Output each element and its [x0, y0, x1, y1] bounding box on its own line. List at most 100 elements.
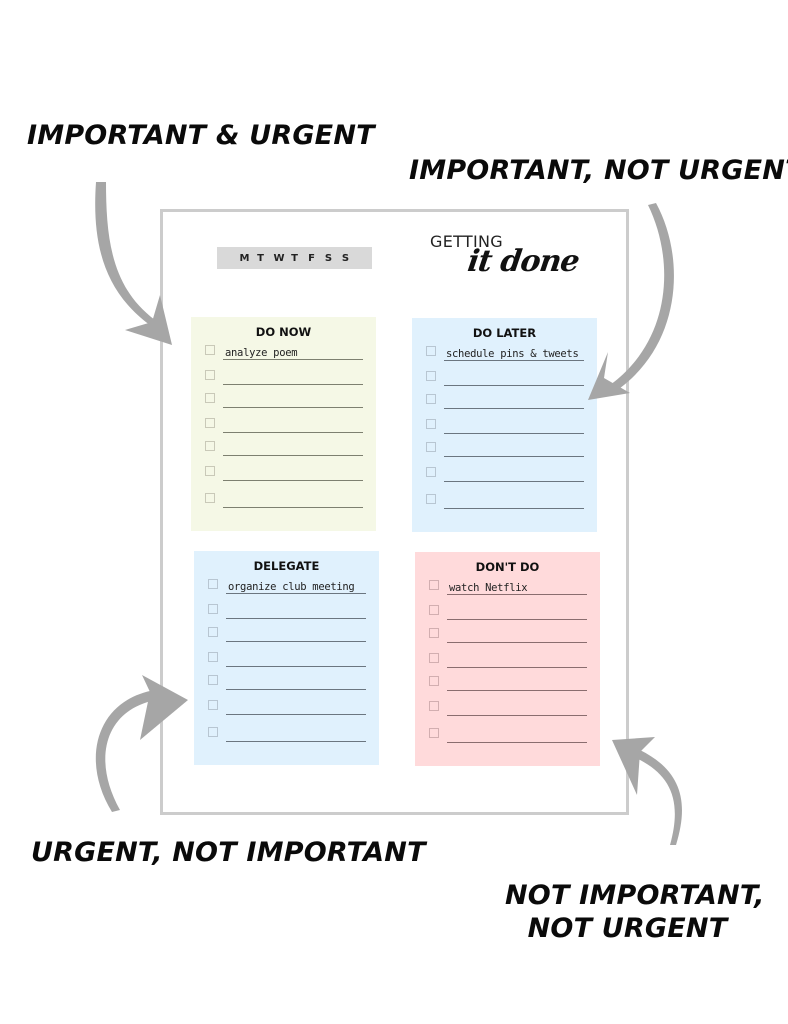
weekday-sat[interactable]: S — [324, 252, 333, 264]
task-checkbox[interactable] — [426, 419, 436, 429]
task-row — [205, 369, 365, 385]
task-row — [208, 651, 368, 667]
weekday-fri[interactable]: F — [308, 252, 315, 264]
task-checkbox[interactable] — [205, 466, 215, 476]
task-row — [208, 699, 368, 715]
weekday-thu[interactable]: T — [291, 252, 298, 264]
task-row — [426, 466, 586, 482]
task-checkbox[interactable] — [208, 604, 218, 614]
task-row: schedule pins & tweets — [426, 345, 586, 361]
task-input-line[interactable] — [447, 690, 587, 691]
task-checkbox[interactable] — [429, 605, 439, 615]
task-text[interactable]: schedule pins & tweets — [446, 348, 579, 360]
task-checkbox[interactable] — [208, 700, 218, 710]
task-checkbox[interactable] — [205, 393, 215, 403]
task-checkbox[interactable] — [208, 627, 218, 637]
task-row — [426, 493, 586, 509]
task-input-line[interactable] — [447, 715, 587, 716]
task-checkbox[interactable] — [205, 418, 215, 428]
callout-important-not-urgent: IMPORTANT, NOT URGENT — [409, 155, 788, 186]
task-row — [205, 417, 365, 433]
task-checkbox[interactable] — [426, 442, 436, 452]
task-input-line[interactable] — [223, 432, 363, 433]
task-input-line[interactable] — [223, 359, 363, 360]
task-row — [205, 392, 365, 408]
task-input-line[interactable] — [447, 594, 587, 595]
task-input-line[interactable] — [444, 360, 584, 361]
task-checkbox[interactable] — [429, 728, 439, 738]
task-row: watch Netflix — [429, 579, 589, 595]
task-checkbox[interactable] — [205, 345, 215, 355]
task-input-line[interactable] — [444, 508, 584, 509]
task-checkbox[interactable] — [426, 467, 436, 477]
task-input-line[interactable] — [444, 408, 584, 409]
task-input-line[interactable] — [226, 714, 366, 715]
task-input-line[interactable] — [444, 433, 584, 434]
task-checkbox[interactable] — [429, 653, 439, 663]
task-row — [429, 604, 589, 620]
task-row — [208, 726, 368, 742]
weekday-mon[interactable]: M — [239, 252, 250, 264]
task-input-line[interactable] — [444, 385, 584, 386]
task-checkbox[interactable] — [208, 652, 218, 662]
quadrant-title: DELEGATE — [253, 559, 320, 573]
task-row — [429, 627, 589, 643]
task-row — [208, 674, 368, 690]
task-text[interactable]: organize club meeting — [228, 581, 355, 593]
task-input-line[interactable] — [223, 407, 363, 408]
task-checkbox[interactable] — [426, 346, 436, 356]
weekday-bar: M T W T F S S — [217, 247, 372, 269]
task-row — [208, 603, 368, 619]
callout-line-2: NOT URGENT — [527, 913, 728, 944]
task-input-line[interactable] — [226, 741, 366, 742]
task-input-line[interactable] — [223, 455, 363, 456]
task-row — [429, 700, 589, 716]
task-input-line[interactable] — [223, 480, 363, 481]
quadrant-delegate: DELEGATE organize club meeting — [194, 551, 379, 765]
callout-urgent-not-important: URGENT, NOT IMPORTANT — [31, 837, 426, 868]
task-input-line[interactable] — [223, 507, 363, 508]
task-checkbox[interactable] — [208, 675, 218, 685]
callout-line-1: NOT IMPORTANT, — [505, 880, 765, 911]
task-checkbox[interactable] — [208, 579, 218, 589]
task-text[interactable]: watch Netflix — [449, 582, 528, 594]
planner-title-script: it done — [465, 244, 582, 279]
task-input-line[interactable] — [226, 618, 366, 619]
task-checkbox[interactable] — [429, 701, 439, 711]
task-checkbox[interactable] — [426, 371, 436, 381]
task-checkbox[interactable] — [205, 370, 215, 380]
task-checkbox[interactable] — [429, 580, 439, 590]
quadrant-do-now: DO NOW analyze poem — [191, 317, 376, 531]
planner-title-top: GETTING — [430, 232, 503, 251]
task-input-line[interactable] — [447, 642, 587, 643]
task-row — [429, 652, 589, 668]
task-row: analyze poem — [205, 344, 365, 360]
task-input-line[interactable] — [444, 481, 584, 482]
task-row — [205, 465, 365, 481]
task-checkbox[interactable] — [429, 676, 439, 686]
task-checkbox[interactable] — [429, 628, 439, 638]
task-checkbox[interactable] — [205, 441, 215, 451]
weekday-tue[interactable]: T — [257, 252, 264, 264]
task-input-line[interactable] — [226, 593, 366, 594]
weekday-sun[interactable]: S — [341, 252, 350, 264]
weekday-wed[interactable]: W — [273, 252, 285, 264]
quadrant-dont-do: DON'T DO watch Netflix — [415, 552, 600, 766]
task-input-line[interactable] — [226, 641, 366, 642]
task-text[interactable]: analyze poem — [225, 347, 298, 359]
task-checkbox[interactable] — [205, 493, 215, 503]
task-input-line[interactable] — [447, 742, 587, 743]
task-checkbox[interactable] — [208, 727, 218, 737]
quadrant-title: DON'T DO — [475, 560, 540, 574]
quadrant-title: DO NOW — [255, 325, 312, 339]
task-input-line[interactable] — [226, 666, 366, 667]
task-checkbox[interactable] — [426, 494, 436, 504]
task-input-line[interactable] — [447, 667, 587, 668]
quadrant-title: DO LATER — [472, 326, 537, 340]
task-input-line[interactable] — [444, 456, 584, 457]
quadrant-do-later: DO LATER schedule pins & tweets — [412, 318, 597, 532]
task-input-line[interactable] — [447, 619, 587, 620]
task-input-line[interactable] — [223, 384, 363, 385]
task-checkbox[interactable] — [426, 394, 436, 404]
task-input-line[interactable] — [226, 689, 366, 690]
